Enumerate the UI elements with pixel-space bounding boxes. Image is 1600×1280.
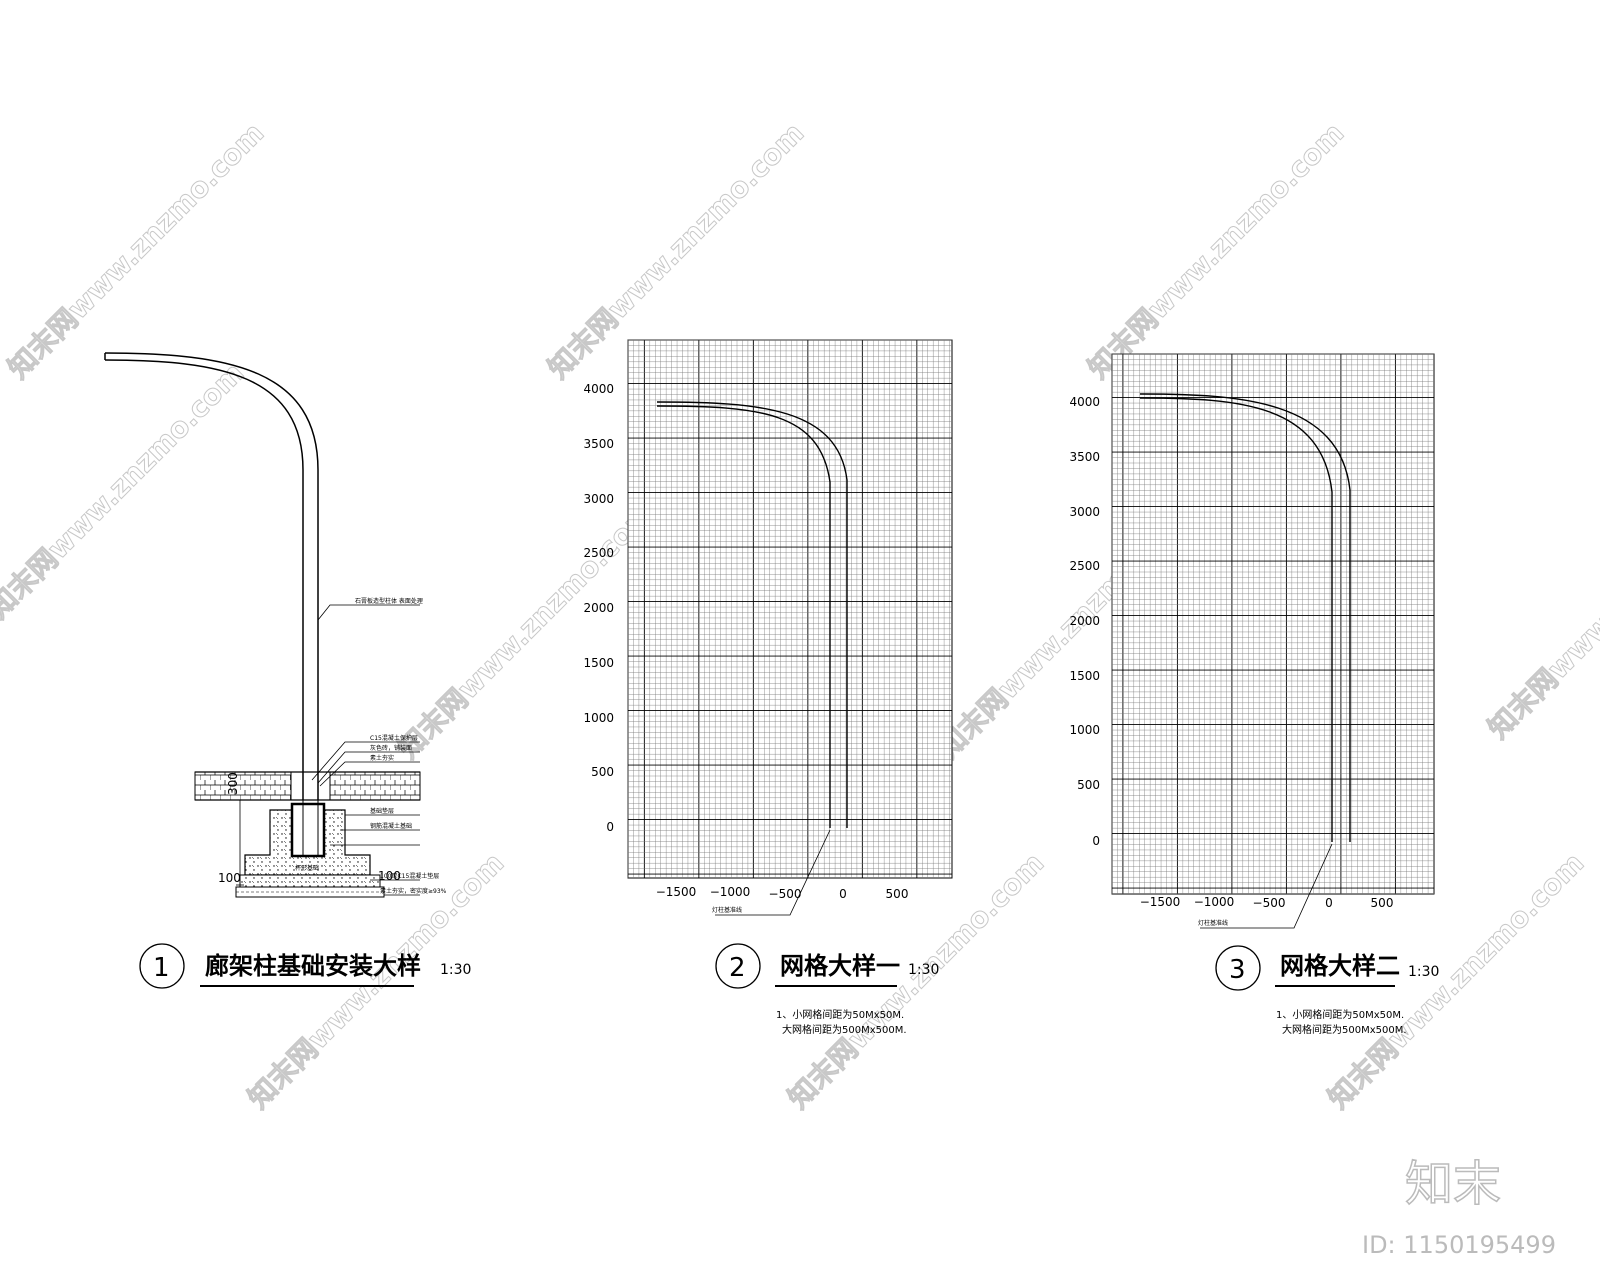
grid-note: 大网格间距为500Mx500M. — [1282, 1023, 1407, 1036]
lamp-curve — [1139, 393, 1351, 842]
detail-scale: 1:30 — [440, 962, 471, 978]
detail-3-title: 3 网格大样二 1:30 1、小网格间距为50Mx50M. 大网格间距为500M… — [1215, 945, 1439, 1036]
detail-title: 网格大样一 — [780, 952, 900, 980]
callout-label: 基础垫层 — [370, 807, 394, 815]
dim-100-left: 100 — [218, 871, 241, 885]
grid-note: 1、小网格间距为50Mx50M. — [776, 1008, 904, 1021]
detail-scale: 1:30 — [1408, 964, 1439, 980]
pole-socket — [290, 802, 326, 858]
watermark-text: 知末网www.znzmo.com — [1082, 116, 1351, 385]
callout-label: 钢筋混凝土基础 — [370, 822, 412, 830]
callout-label: 素土夯实，密实度≥93% — [380, 887, 447, 895]
callouts — [311, 604, 420, 896]
detail-scale: 1:30 — [908, 962, 939, 978]
callout-labels: 石膏板造型柱体 表面处理 C15混凝土保护层 灰色砖，铺装面 素土夯实 基础垫层… — [295, 597, 447, 895]
detail-number: 2 — [729, 953, 746, 983]
grid-panel-3 — [1111, 353, 1435, 895]
y-tick: 1000 — [1069, 723, 1100, 737]
y-tick: 0 — [1092, 834, 1100, 848]
y-axis-labels: 4000 3500 3000 2500 2000 1500 1000 500 0 — [1069, 395, 1100, 848]
pole-outline — [104, 352, 319, 800]
x-tick: −1000 — [1194, 895, 1235, 909]
detail-title: 廊架柱基础安装大样 — [205, 952, 421, 980]
grid-note: 大网格间距为500Mx500M. — [782, 1023, 907, 1036]
grid-note: 1、小网格间距为50Mx50M. — [1276, 1008, 1404, 1021]
x-tick: 0 — [1325, 896, 1333, 910]
y-tick: 2500 — [583, 546, 614, 560]
y-tick: 2000 — [583, 601, 614, 615]
x-tick: −500 — [1253, 896, 1286, 910]
detail-2-grid: 灯柱基准线 4000 3500 3000 2500 2000 1500 1000… — [583, 339, 953, 1036]
dimension-lines: 300 100 100 — [218, 771, 401, 886]
x-tick: −1500 — [1140, 895, 1181, 909]
x-axis-labels: −1500 −1000 −500 0 500 — [656, 885, 909, 901]
x-tick: −500 — [769, 887, 802, 901]
dim-300: 300 — [226, 772, 240, 795]
callout-label: 100厚C15混凝土垫层 — [380, 872, 439, 880]
callout-label: 杯形基础 — [295, 864, 319, 872]
y-tick: 1500 — [583, 656, 614, 670]
paving-layer — [329, 771, 421, 801]
detail-2-title: 2 网格大样一 1:30 1、小网格间距为50Mx50M. 大网格间距为500M… — [715, 943, 939, 1036]
detail-title: 网格大样二 — [1280, 952, 1400, 980]
callout-label: C15混凝土保护层 — [370, 734, 418, 742]
y-tick: 2000 — [1069, 614, 1100, 628]
y-tick: 4000 — [583, 382, 614, 396]
y-tick: 4000 — [1069, 395, 1100, 409]
y-tick: 3500 — [583, 437, 614, 451]
lamp-curve — [656, 401, 848, 828]
callout-label: 灰色砖，铺装面 — [370, 744, 412, 752]
grid-lines — [627, 339, 952, 878]
detail-3-grid: 灯柱基准线 4000 3500 3000 2500 2000 1500 1000… — [1069, 353, 1439, 1036]
y-tick: 2500 — [1069, 559, 1100, 573]
y-tick: 3000 — [583, 492, 614, 506]
watermark-text: 知末网www.znzmo.com — [392, 496, 661, 765]
y-tick: 1000 — [583, 711, 614, 725]
x-tick: 500 — [886, 887, 909, 901]
detail-number: 1 — [153, 953, 170, 983]
detail-1-title: 1 廊架柱基础安装大样 1:30 — [139, 943, 471, 989]
detail-1-foundation: 300 100 100 石膏板造型柱体 表面处理 C15混凝土保护层 灰色砖，铺… — [104, 352, 471, 989]
y-tick: 3000 — [1069, 505, 1100, 519]
y-tick: 3500 — [1069, 450, 1100, 464]
watermark-text: 知末网www.znzmo.com — [1482, 476, 1600, 745]
y-tick: 0 — [606, 820, 614, 834]
concrete-bedding — [239, 874, 381, 888]
paving-layer — [194, 771, 292, 801]
x-tick: −1500 — [656, 885, 697, 899]
dim-100-right: 100 — [378, 869, 401, 883]
x-tick: 0 — [839, 887, 847, 901]
grid-panel-2 — [627, 339, 953, 879]
watermark-logo: 知末 — [1405, 1156, 1501, 1212]
leader-label: 灯柱基准线 — [712, 906, 742, 914]
watermark-text: 知末网www.znzmo.com — [2, 116, 271, 385]
detail-number: 3 — [1229, 955, 1246, 985]
y-tick: 1500 — [1069, 669, 1100, 683]
y-tick: 500 — [1077, 778, 1100, 792]
callout-label: 石膏板造型柱体 表面处理 — [355, 597, 423, 605]
watermark-id: ID: 1150195499 — [1362, 1231, 1556, 1259]
grid-lines — [1111, 353, 1434, 894]
x-axis-labels: −1500 −1000 −500 0 500 — [1140, 895, 1394, 910]
callout-label: 素土夯实 — [370, 754, 394, 762]
y-axis-labels: 4000 3500 3000 2500 2000 1500 1000 500 0 — [583, 382, 614, 834]
watermark-text: 知末网www.znzmo.com — [782, 846, 1051, 1115]
leader-label: 灯柱基准线 — [1198, 919, 1228, 927]
x-tick: −1000 — [710, 885, 751, 899]
watermark-text: 知末网www.znzmo.com — [0, 356, 250, 625]
x-tick: 500 — [1371, 896, 1394, 910]
y-tick: 500 — [591, 765, 614, 779]
